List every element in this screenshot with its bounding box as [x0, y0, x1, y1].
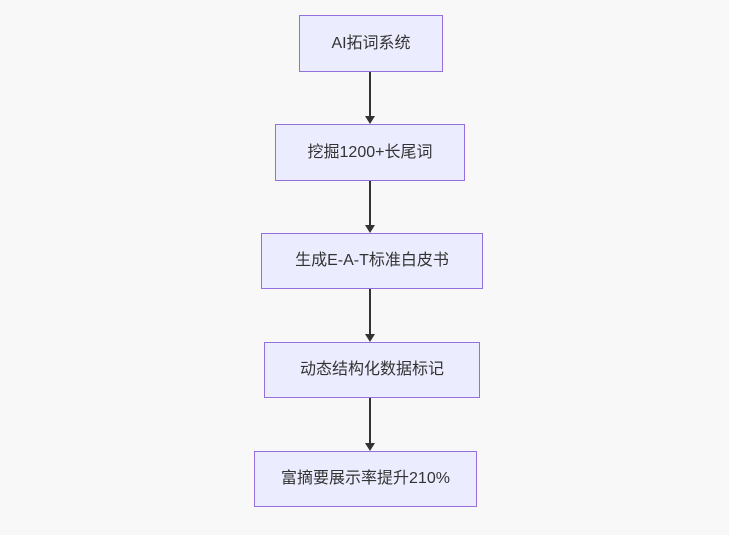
arrowhead-down-icon	[365, 116, 375, 124]
edge-line-3	[369, 289, 371, 334]
arrowhead-down-icon	[365, 334, 375, 342]
flow-node-structured-data-markup: 动态结构化数据标记	[264, 342, 480, 398]
flow-node-label: 动态结构化数据标记	[299, 361, 444, 379]
flow-node-eat-whitepaper: 生成E-A-T标准白皮书	[261, 233, 483, 289]
flow-node-longtail-mining: 挖掘1200+长尾词	[275, 124, 465, 181]
flow-node-rich-snippet-result: 富摘要展示率提升210%	[254, 451, 477, 507]
flow-node-label: 富摘要展示率提升210%	[281, 470, 450, 488]
edge-line-1	[369, 72, 371, 116]
arrowhead-down-icon	[365, 225, 375, 233]
flow-node-label: 挖掘1200+长尾词	[307, 143, 433, 161]
flow-node-ai-expansion-system: AI拓词系统	[299, 15, 443, 72]
flow-node-label: 生成E-A-T标准白皮书	[295, 252, 449, 270]
edge-line-4	[369, 398, 371, 443]
edge-line-2	[369, 181, 371, 225]
flow-node-label: AI拓词系统	[331, 34, 411, 52]
arrowhead-down-icon	[365, 443, 375, 451]
